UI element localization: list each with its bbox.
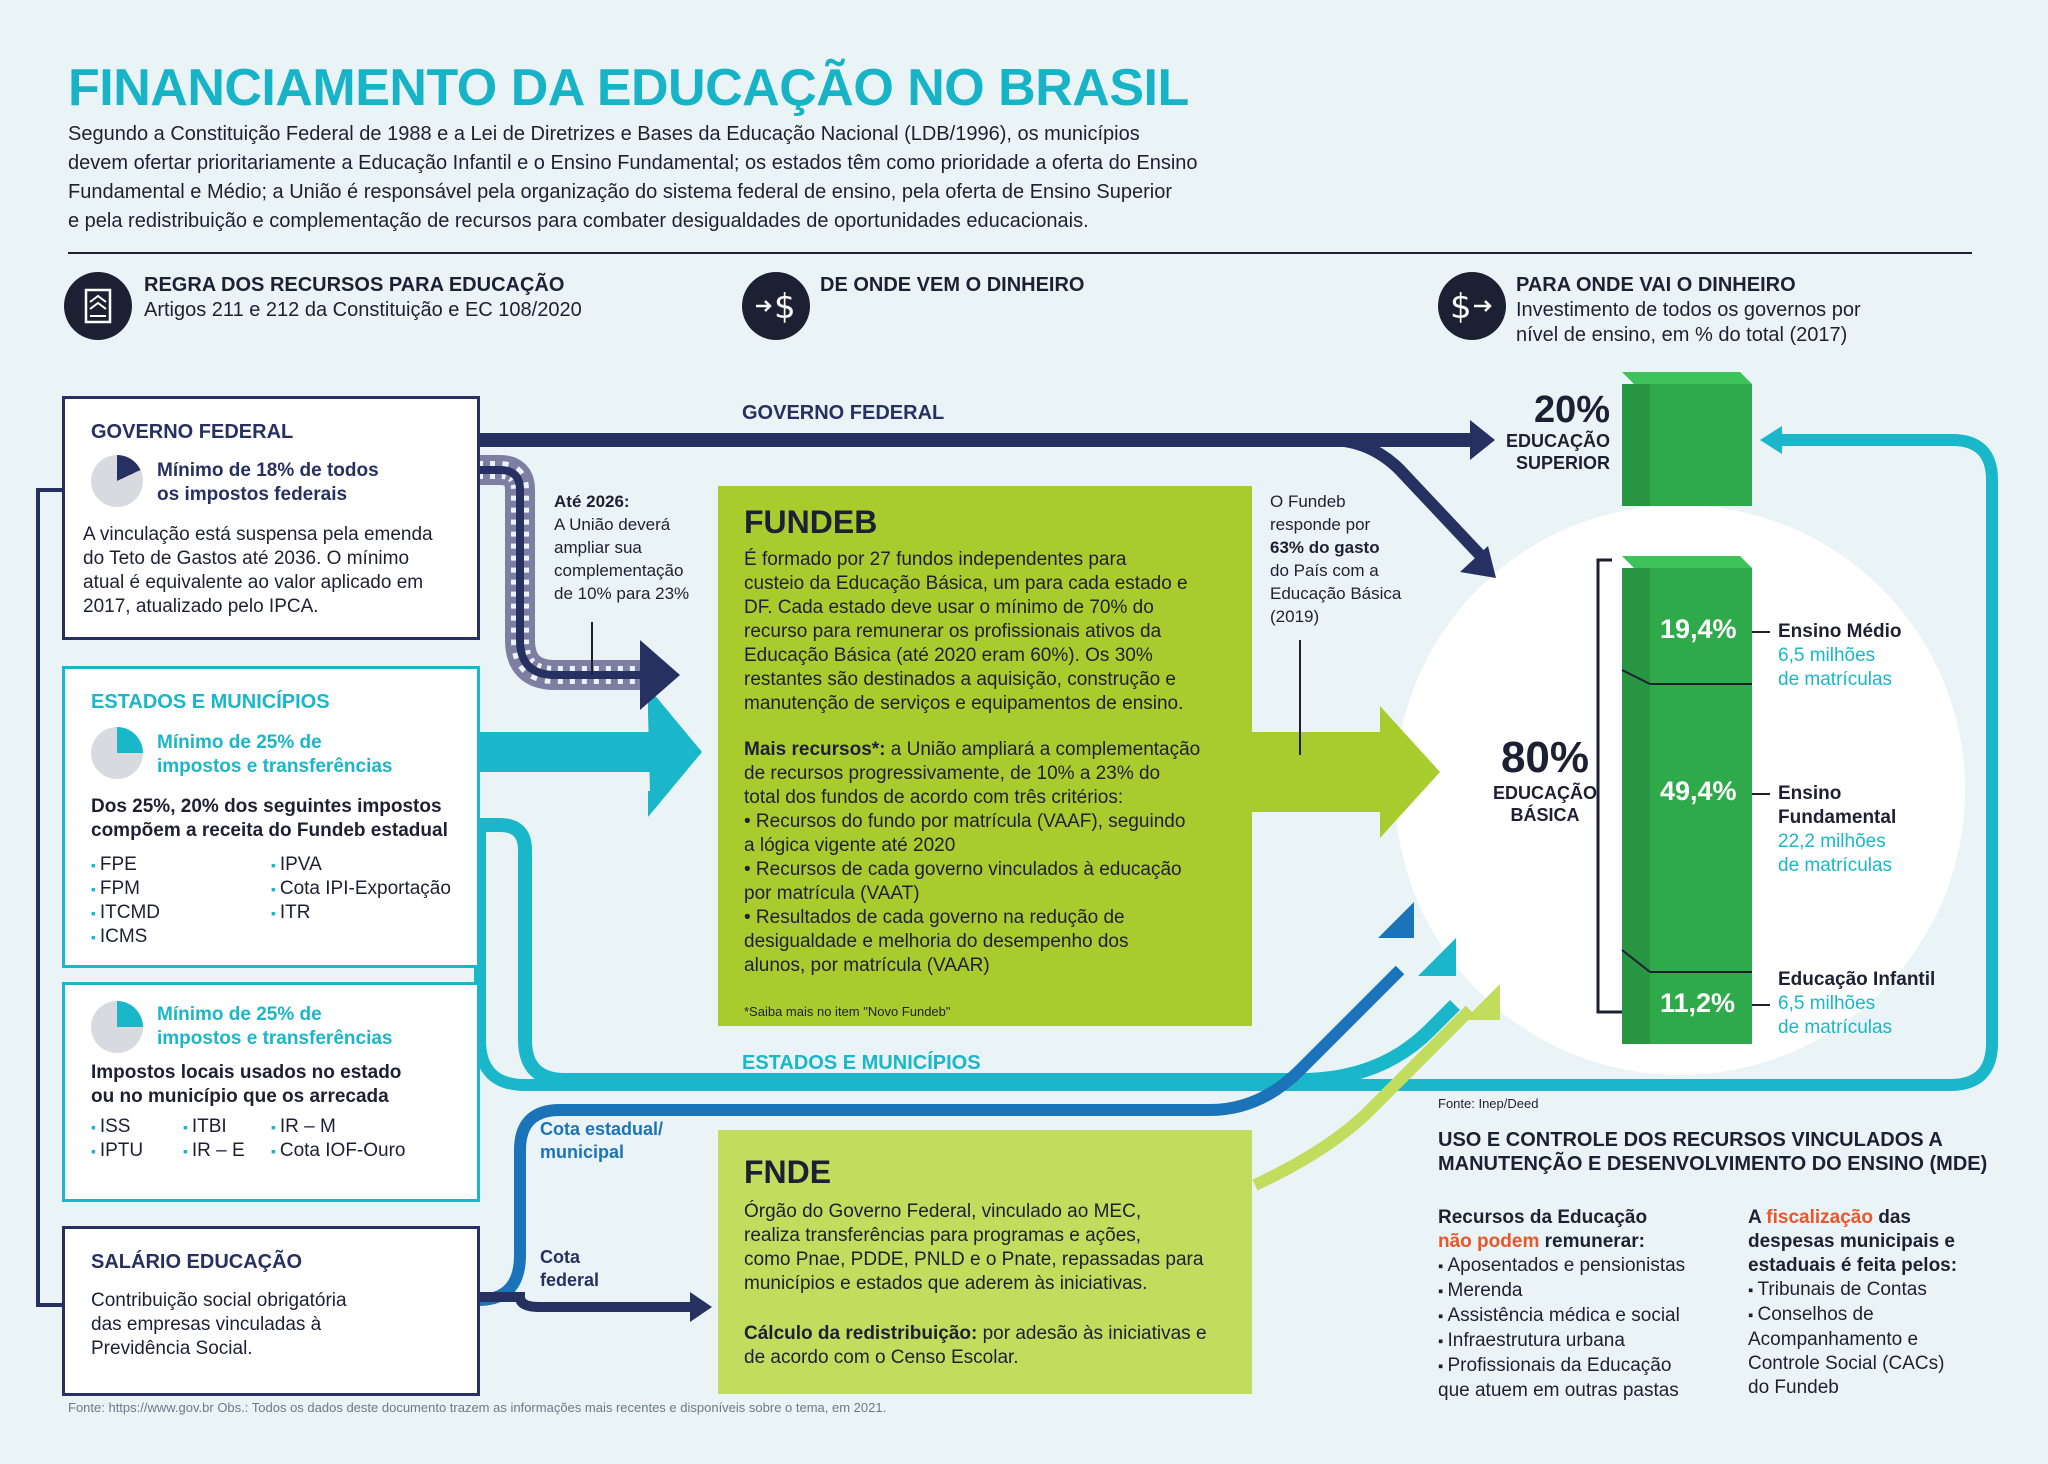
cota-estadual-flow [477,965,1405,1306]
destination-subtitle: Investimento de todos os governos por ní… [1516,299,1861,346]
cota-estadual-arrowhead [1378,902,1414,938]
estados-cyan-arrowhead [1418,938,1456,976]
fnde-text: Órgão do Governo Federal, vinculado ao M… [744,1201,1204,1294]
rules-subtitle: Artigos 211 e 212 da Constituição e EC 1… [144,299,582,321]
states-taxes-list-2: IPVACota IPI-Exportação ITR [271,853,451,925]
mde-right: A fiscalização das despesas municipais e… [1748,1206,1957,1400]
intro-text: Segundo a Constituição Federal de 1988 e… [68,123,1198,232]
fundeb-panel: FUNDEB É formado por 27 fundos independe… [718,486,1252,1026]
left-bracket [36,488,62,1307]
states-taxes-list-1: FPEFPM ITCMDICMS [91,853,160,949]
fundeb-more: Mais recursos*: a União ampliará a compl… [744,739,1201,976]
states-box-title: ESTADOS E MUNICÍPIOS [91,691,330,713]
rules-title: REGRA DOS RECURSOS PARA EDUCAÇÃO [144,274,565,296]
estados-flow [478,818,1460,1087]
page-title: FINANCIAMENTO DA EDUCAÇÃO NO BRASIL [68,59,1189,117]
pie-icon [91,727,143,779]
fundeb-to-basica-arrow [1250,706,1440,838]
cota-federal-arrowhead [690,1292,712,1322]
local-taxes-list-2: ITBIIR – E [183,1115,245,1163]
fundeb-footnote: *Saiba mais no item "Novo Fundeb" [744,1004,951,1019]
federal-basica-arrowhead [1460,546,1496,578]
fnde-title: FNDE [744,1154,832,1190]
cota-federal-flow [478,1292,690,1312]
estados-arrowhead [648,687,702,817]
mde-title: USO E CONTROLE DOS RECURSOS VINCULADOS A… [1438,1129,1988,1175]
federal-arrowhead [1470,420,1495,460]
document-icon [64,272,132,340]
cota-estadual-label: Cota estadual/municipal [540,1119,664,1162]
basica-bracket [1596,558,1622,1014]
local-taxes-list-1: ISSIPTU [91,1115,143,1163]
states-flow-label: ESTADOS E MUNICÍPIOS [742,1052,981,1074]
footer-source: Fonte: https://www.gov.br Obs.: Todos os… [68,1400,887,1415]
destination-title: PARA ONDE VAI O DINHEIRO [1516,274,1796,296]
federal-flow-label: GOVERNO FEDERAL [742,402,945,424]
fundeb-text: É formado por 27 fundos independentes pa… [744,549,1188,714]
pie-icon [91,455,143,507]
infantil-pct: 11,2% [1660,988,1736,1018]
basica-pct: 80% [1500,733,1590,782]
fundamental-pct: 49,4% [1660,776,1737,806]
salario-box-title: SALÁRIO EDUCAÇÃO [91,1251,303,1273]
fundeb-title: FUNDEB [744,504,878,540]
federal-box-title: GOVERNO FEDERAL [91,421,294,443]
basica-bar [1622,556,1752,1044]
pie-icon [91,1001,143,1053]
money-out-icon: $ [1438,272,1506,340]
fnde-flow-arrowhead [1464,984,1500,1020]
medio-pct: 19,4% [1660,614,1737,644]
source-title: DE ONDE VEM O DINHEIRO [820,274,1085,296]
fnde-panel: FNDE Órgão do Governo Federal, vinculado… [718,1130,1252,1394]
fnde-to-basica-flow [1252,1005,1475,1191]
federal-to-basica-flow [1329,434,1485,560]
complementacao-arrowhead [640,640,680,710]
svg-text:$: $ [774,287,796,327]
header-divider [68,252,1972,254]
salario-box: SALÁRIO EDUCAÇÃO Contribuição social obr… [62,1226,480,1396]
money-in-icon: $ [742,272,810,340]
local-taxes-list-3: IR – MCota IOF-Ouro [271,1115,406,1163]
superior-pct: 20% [1533,389,1610,431]
chart-source: Fonte: Inep/Deed [1438,1096,1539,1111]
return-loop-flow [474,434,1998,1091]
superior-bar [1622,372,1752,506]
return-loop-arrowhead [1760,426,1782,454]
mde-left: Recursos da Educação não podem remunerar… [1438,1206,1685,1403]
fnde-calc: Cálculo da redistribuição: por adesão às… [744,1323,1207,1368]
svg-text:$: $ [1450,287,1472,327]
